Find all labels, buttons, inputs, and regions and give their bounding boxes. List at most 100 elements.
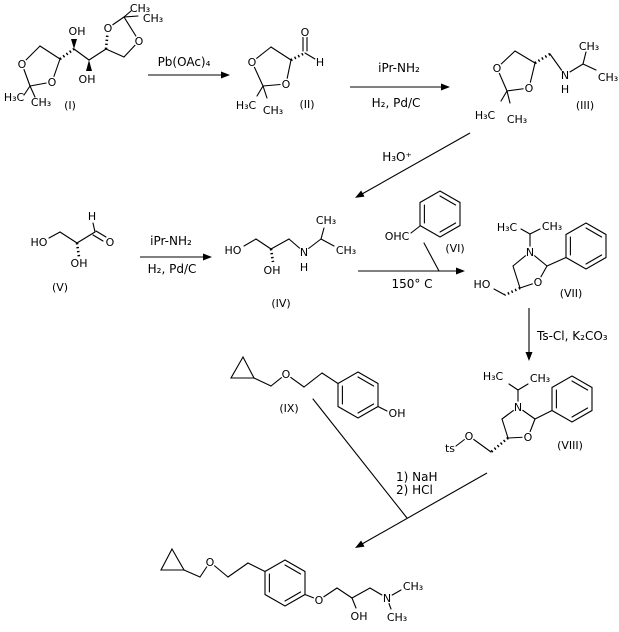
atom-label-ch3: CH₃ [336,244,356,257]
double-bond [571,380,589,391]
atom-mask [299,26,311,38]
bond [514,50,536,64]
atom-label-o: O [282,78,291,91]
arrow-step5: 150° C [358,267,465,291]
bond [534,409,553,420]
bond [29,85,36,98]
atom-label-ch3: CH₃ [579,40,599,53]
reaction-arrow [355,472,488,548]
bond [270,46,292,61]
compound-label-i: (I) [64,99,76,112]
atom-label-o: O [282,368,291,381]
reagent-h2-pdc: H₂, Pd/C [372,96,421,110]
atom-label-ts: ts [445,442,455,455]
bond [506,90,511,104]
double-bond [439,222,457,233]
double-bond [571,407,589,418]
atom-label-o: O [301,26,310,39]
double-bond [284,564,302,575]
atom-mask [512,401,524,413]
bond [88,48,107,61]
atom-label-n: N [514,401,522,414]
bond [351,597,357,609]
atom-mask [314,56,326,68]
atom-label-ho: HO [31,236,48,249]
bond [320,238,335,247]
arrow-step3: H₃O⁺ [355,132,471,198]
bond [59,231,78,244]
atom-mask [523,82,535,94]
reagent-ipr-nh2: iPr-NH₂ [150,234,192,248]
double-bond [284,591,302,602]
double-bond [585,254,603,265]
double-bond [357,403,375,414]
atom-label-ch3: CH₃ [530,372,550,385]
atom-label-o: O [104,22,113,35]
atom-mask [524,246,536,258]
arrow-step1: Pb(OAc)₄ [148,55,230,79]
structure-iii: O O N H H₃C CH₃ CH₃ CH₃ (III) [475,40,618,126]
bond [247,562,266,573]
bond [123,10,132,18]
atom-label-ch3: CH₃ [130,2,150,15]
atom-label-n: N [300,246,308,259]
bond [336,587,353,599]
bond [183,569,201,578]
atom-label-ch3: CH₃ [507,113,527,126]
atom-label-o: O [48,76,57,89]
compound-label-viii: (VIII) [557,439,583,452]
atom-label-ho: HO [474,278,491,291]
atom-label-h3c: H₃C [497,221,518,234]
double-bond [439,195,457,206]
atom-label-h3c: H₃C [236,99,257,112]
atom-label-o: O [534,276,543,289]
bond [304,52,316,60]
atom-label-h: H [316,56,324,69]
bond [320,227,325,240]
atom-label-ch3: CH₃ [143,12,163,25]
atom-label-o: O [206,556,215,569]
reagent-nah: 1) NaH [396,470,437,484]
atom-mask [46,76,58,88]
bond [582,51,587,65]
bond [520,228,531,235]
cyclopropane-ring [160,547,185,571]
bond [227,562,249,578]
benzene-ring [551,375,593,423]
atom-mask [463,430,475,442]
atom-mask [313,594,325,606]
bond [410,225,421,234]
bond [23,85,31,96]
reagent-hcl: 2) HCl [396,483,433,497]
bond [256,85,264,97]
atom-mask [246,56,258,68]
compound-label-vi: (VI) [445,242,464,255]
reagent-tscl: Ts-Cl, K₂CO₃ [536,329,608,343]
atom-label-o: O [135,35,144,48]
wedge-bond [71,39,77,49]
double-bond [357,376,375,387]
bond [512,265,521,289]
bond [517,383,529,391]
atom-label-o: O [525,82,534,95]
atom-label-ohc: OHC [385,230,410,243]
atom-mask [86,210,98,222]
bond [303,372,323,388]
wedge-bond [86,60,92,71]
atom-label-oh: OH [264,264,281,277]
atom-label-o: O [315,594,324,607]
atom-label-n: N [561,69,569,82]
atom-label-oh: OH [79,73,96,86]
arrow-step6: Ts-Cl, K₂CO₃ [525,308,608,361]
arrow-step7: 1) NaH 2) HCl [312,398,488,548]
atom-label-ch3: CH₃ [387,611,407,624]
cyclopropane-ring [230,355,255,379]
bond [123,15,139,18]
atom-label-ch3: CH₃ [542,220,562,233]
bond [529,228,541,235]
structure-v: HO OH H O (V) [31,210,116,294]
hashed-bond [504,286,521,297]
atom-mask [522,431,534,443]
